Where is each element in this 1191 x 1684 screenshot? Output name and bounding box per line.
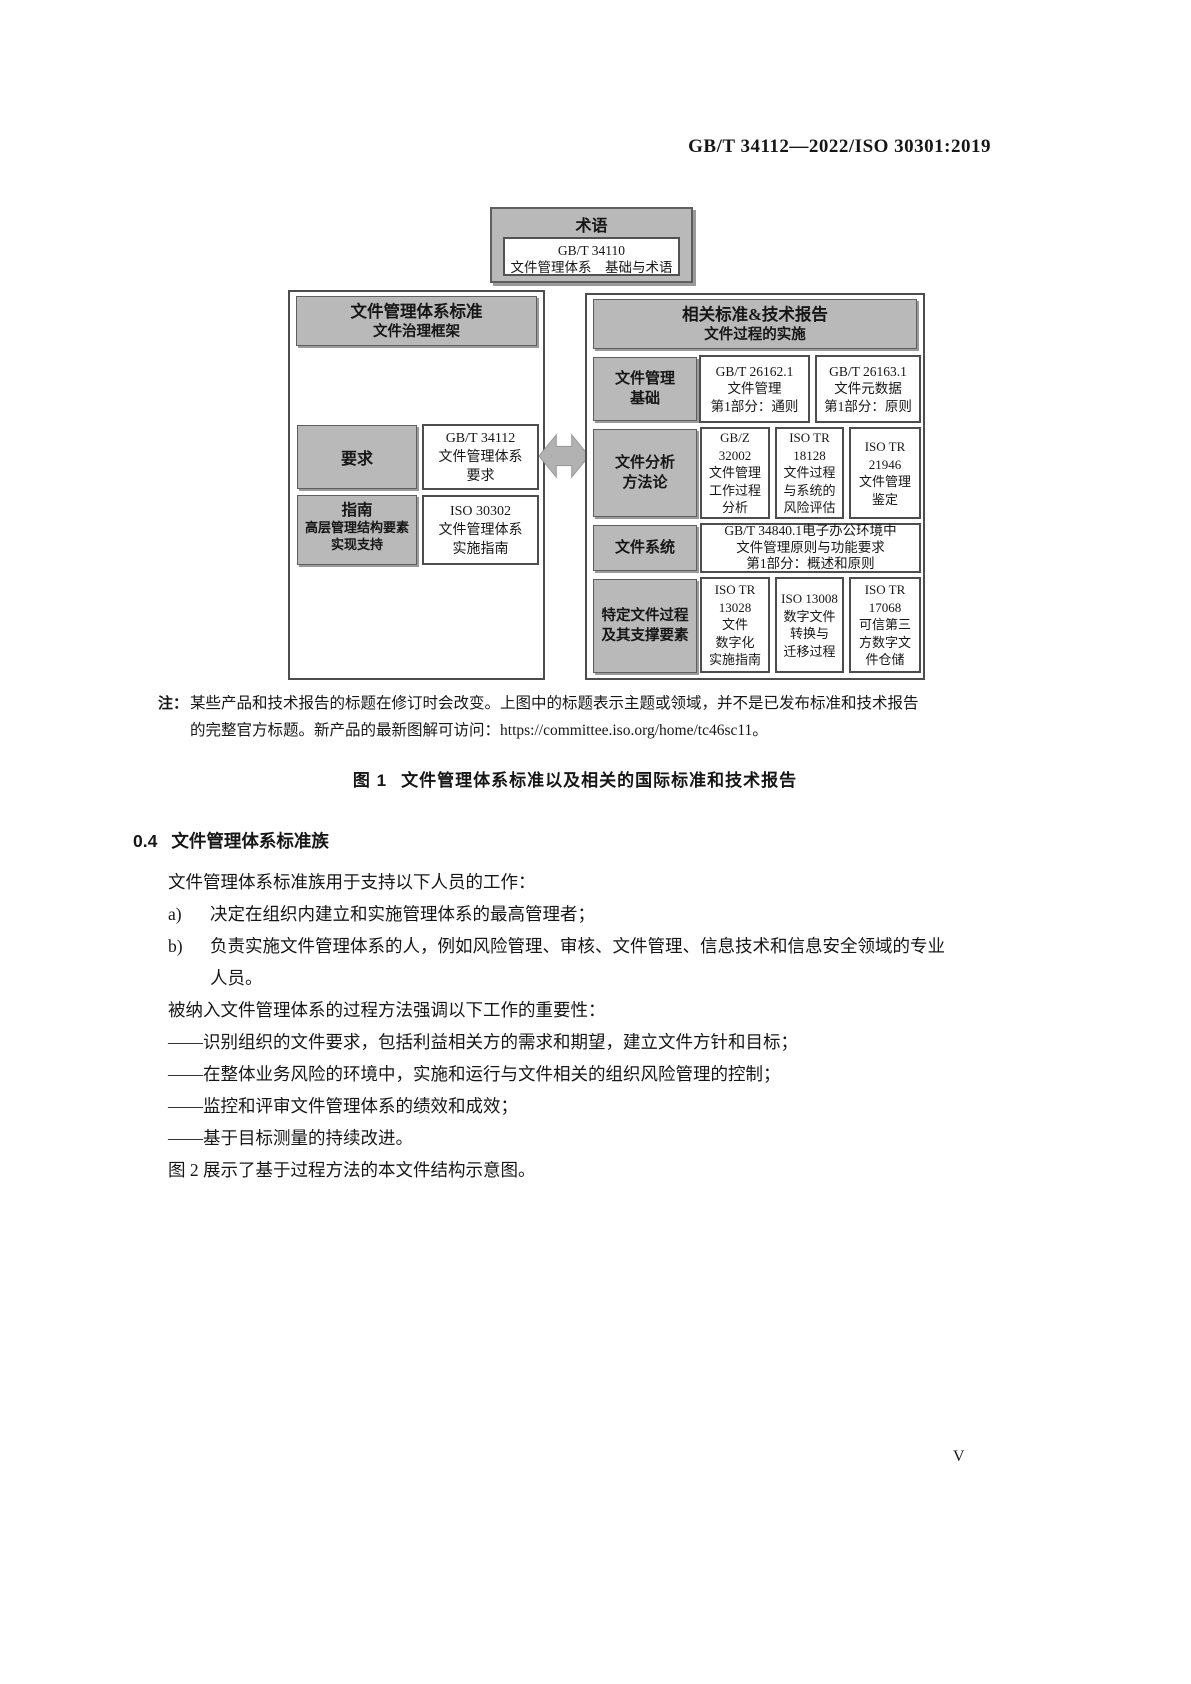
mss-standards-panel: 文件管理体系标准 文件治理框架 要求 GB/T 34112 文件管理体系 要求 …: [288, 290, 545, 680]
list-marker-b: b): [168, 936, 183, 956]
double-arrow-icon: [539, 433, 589, 479]
related-panel-title: 相关标准&技术报告: [682, 305, 828, 324]
note-text: 某些产品和技术报告的标题在修订时会改变。上图中的标题表示主题或领域，并不是已发布…: [190, 695, 919, 739]
page-number: V: [953, 1448, 965, 1465]
list-marker-a: a): [168, 904, 182, 924]
terms-box-title: 术语: [575, 218, 608, 235]
mss-panel-subtitle: 文件治理框架: [373, 324, 460, 340]
terms-box-standard: GB/T 34110 文件管理体系 基础与术语: [503, 237, 680, 276]
figure-title: 文件管理体系标准以及相关的国际标准和技术报告: [401, 771, 798, 790]
section-heading: 0.4 文件管理体系标准族: [133, 828, 329, 853]
standard-cell: GB/Z 32002 文件管理 工作过程 分析: [700, 427, 770, 519]
dash-item: ——监控和评审文件管理体系的绩效和成效；: [168, 1096, 518, 1116]
paragraph-figure2: 图 2 展示了基于过程方法的本文件结构示意图。: [168, 1160, 536, 1180]
list-item-b: b) 负责实施文件管理体系的人，例如风险管理、审核、文件管理、信息技术和信息安全领…: [133, 930, 1014, 994]
figure-number: 图 1: [352, 771, 388, 790]
paragraph-process: 被纳入文件管理体系的过程方法强调以下工作的重要性：: [168, 1000, 606, 1020]
related-panel-header: 相关标准&技术报告 文件过程的实施: [593, 299, 917, 349]
standard-cell: GB/T 26163.1 文件元数据 第1部分：原则: [815, 355, 921, 423]
mss-panel-title: 文件管理体系标准: [350, 302, 483, 321]
figure-note: 注： 某些产品和技术报告的标题在修订时会改变。上图中的标题表示主题或领域，并不是…: [158, 690, 1048, 744]
standard-number-header: GB/T 34112—2022/ISO 30301:2019: [688, 136, 991, 157]
dash-item: ——识别组织的文件要求，包括利益相关方的需求和期望，建立文件方针和目标；: [168, 1032, 798, 1052]
standard-cell: GB/T 34840.1电子办公环境中 文件管理原则与功能要求 第1部分：概述和…: [700, 523, 921, 573]
dash-item: ——基于目标测量的持续改进。: [168, 1128, 413, 1148]
standard-cell: GB/T 26162.1 文件管理 第1部分：通则: [699, 355, 810, 423]
guidance-label-box: 指南 高层管理结构要素 实现支持: [297, 495, 417, 565]
related-standards-panel: 相关标准&技术报告 文件过程的实施 文件管理 基础 GB/T 26162.1 文…: [585, 293, 925, 680]
paragraph-intro: 文件管理体系标准族用于支持以下人员的工作：: [168, 872, 536, 892]
records-basis-label-box: 文件管理 基础: [593, 357, 697, 421]
requirements-standard-cell: GB/T 34112 文件管理体系 要求: [422, 424, 539, 490]
section-title: 文件管理体系标准族: [171, 831, 329, 851]
list-text-b: 负责实施文件管理体系的人，例如风险管理、审核、文件管理、信息技术和信息安全领域的…: [210, 936, 945, 988]
related-panel-subtitle: 文件过程的实施: [704, 327, 806, 343]
terms-box: 术语 GB/T 34110 文件管理体系 基础与术语: [490, 207, 693, 283]
guidance-standard-cell: ISO 30302 文件管理体系 实施指南: [422, 495, 539, 565]
records-systems-label-box: 文件系统: [593, 525, 697, 571]
note-label: 注：: [158, 695, 189, 712]
specific-processes-label-box: 特定文件过程 及其支撑要素: [593, 579, 697, 673]
requirements-label-box: 要求: [297, 425, 417, 489]
standard-cell: ISO TR 17068 可信第三 方数字文 件仓储: [849, 577, 921, 673]
list-text-a: 决定在组织内建立和实施管理体系的最高管理者；: [210, 904, 595, 924]
standard-cell: ISO TR 18128 文件过程 与系统的 风险评估: [775, 427, 844, 519]
list-item-a: a) 决定在组织内建立和实施管理体系的最高管理者；: [133, 898, 1014, 930]
mss-panel-header: 文件管理体系标准 文件治理框架: [296, 296, 537, 346]
standard-cell: ISO 13008 数字文件 转换与 迁移过程: [775, 577, 844, 673]
dash-item: ——在整体业务风险的环境中，实施和运行与文件相关的组织风险管理的控制；: [168, 1064, 781, 1084]
body-text: 文件管理体系标准族用于支持以下人员的工作： a) 决定在组织内建立和实施管理体系的…: [133, 866, 1014, 1186]
analysis-methodology-label-box: 文件分析 方法论: [593, 429, 697, 517]
figure1-caption: 图 1 文件管理体系标准以及相关的国际标准和技术报告: [0, 766, 1150, 791]
section-number: 0.4: [133, 831, 158, 851]
standard-cell: ISO TR 13028 文件 数字化 实施指南: [700, 577, 770, 673]
standard-cell: ISO TR 21946 文件管理 鉴定: [849, 427, 921, 519]
